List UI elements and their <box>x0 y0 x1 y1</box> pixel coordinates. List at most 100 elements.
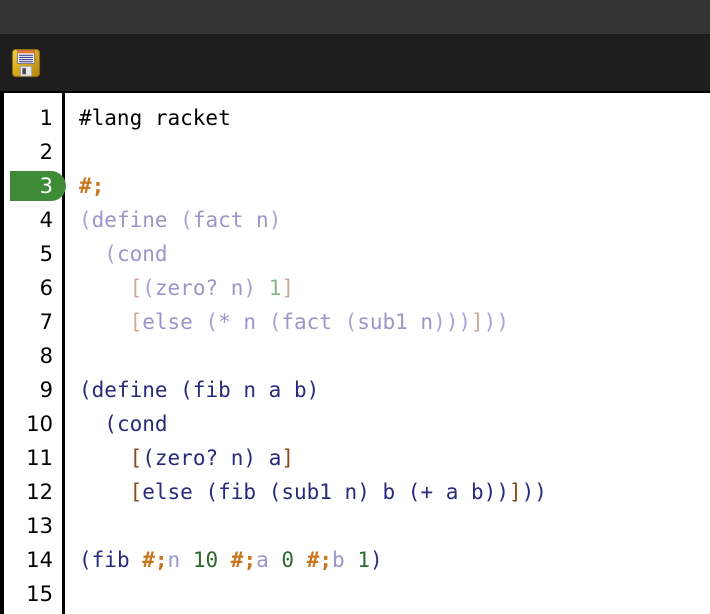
code-token: define <box>91 208 181 232</box>
code-line[interactable]: (fib #;n 10 #;a 0 #;b 1) <box>79 543 710 577</box>
code-token: ) <box>243 446 257 470</box>
line-number[interactable]: 10 <box>4 407 62 441</box>
code-token: ( <box>79 548 92 572</box>
code-token: fib <box>218 480 269 504</box>
code-line[interactable] <box>79 577 710 611</box>
code-line[interactable]: #; <box>79 169 710 203</box>
code-line[interactable]: [else (fib (sub1 n) b (+ a b))])) <box>79 475 710 509</box>
save-button[interactable] <box>6 41 46 85</box>
code-token: ] <box>281 446 295 470</box>
code-token: ( <box>268 480 282 504</box>
line-number[interactable]: 15 <box>4 577 62 611</box>
line-number[interactable]: 12 <box>4 475 62 509</box>
line-number[interactable]: 1 <box>4 101 62 135</box>
code-token: else <box>142 480 206 504</box>
code-line[interactable]: (define (fib n a b) <box>79 373 710 407</box>
code-token: )) <box>483 310 509 334</box>
code-token: 1 <box>357 548 370 572</box>
code-token: ] <box>508 480 522 504</box>
code-token: ( <box>79 208 92 232</box>
line-number[interactable]: 7 <box>4 305 62 339</box>
code-token: ] <box>281 276 295 300</box>
code-token <box>294 548 307 572</box>
code-line[interactable]: (cond <box>79 407 710 441</box>
code-token: )) <box>521 480 547 504</box>
code-line[interactable] <box>79 509 710 543</box>
code-token: zero? n <box>154 276 244 300</box>
floppy-disk-icon <box>11 48 41 78</box>
code-token: ( <box>180 378 193 402</box>
code-token: a <box>256 548 269 572</box>
code-token: ( <box>205 480 219 504</box>
code-token: define <box>91 378 181 402</box>
code-token <box>180 548 193 572</box>
line-number-label: 12 <box>26 480 53 504</box>
line-number-label: 10 <box>26 412 53 436</box>
code-line[interactable]: [(zero? n) a] <box>79 441 710 475</box>
line-number-current[interactable]: 3 <box>4 169 66 203</box>
line-number-label: 3 <box>39 174 53 198</box>
code-token: cond <box>116 242 168 266</box>
code-token: ) <box>357 480 370 504</box>
line-number[interactable]: 9 <box>4 373 62 407</box>
line-number[interactable]: 13 <box>4 509 62 543</box>
code-line[interactable]: [else (* n (fact (sub1 n)))])) <box>79 305 710 339</box>
code-token: #; <box>79 174 105 198</box>
gutter-separator <box>62 93 65 614</box>
code-line[interactable]: (cond <box>79 237 710 271</box>
code-token <box>256 276 269 300</box>
line-number[interactable]: 8 <box>4 339 62 373</box>
code-line[interactable]: (define (fact n) <box>79 203 710 237</box>
code-token <box>79 310 130 334</box>
code-token: )) <box>483 480 509 504</box>
line-number-label: 11 <box>26 446 53 470</box>
code-token: ) <box>243 276 257 300</box>
code-token: zero? n <box>154 446 244 470</box>
code-token: ) <box>268 208 282 232</box>
code-token <box>218 548 231 572</box>
code-token: b <box>369 480 408 504</box>
toolbar <box>0 35 710 91</box>
code-token: else <box>142 310 206 334</box>
code-token: ( <box>180 208 193 232</box>
code-token: ) <box>306 378 320 402</box>
code-token: + a b <box>420 480 484 504</box>
code-token: ( <box>79 378 92 402</box>
code-token: ( <box>205 310 219 334</box>
line-number[interactable]: 11 <box>4 441 62 475</box>
line-number-label: 1 <box>39 106 53 130</box>
line-number-label: 13 <box>26 514 53 538</box>
code-token <box>79 480 130 504</box>
code-line[interactable]: #lang racket <box>79 101 710 135</box>
line-number[interactable]: 5 <box>4 237 62 271</box>
code-token: 0 <box>281 548 295 572</box>
code-token <box>79 242 104 266</box>
code-token: sub1 n <box>281 480 358 504</box>
code-token: [ <box>129 480 143 504</box>
line-number[interactable]: 6 <box>4 271 62 305</box>
line-number-label: 15 <box>26 582 53 606</box>
code-token <box>345 548 358 572</box>
line-number[interactable]: 14 <box>4 543 62 577</box>
line-number-label: 6 <box>39 276 53 300</box>
code-token: ( <box>268 310 282 334</box>
code-line[interactable] <box>79 135 710 169</box>
code-token: ( <box>344 310 358 334</box>
code-token: 1 <box>268 276 282 300</box>
code-line[interactable] <box>79 339 710 373</box>
code-token: #; <box>142 548 168 572</box>
line-number[interactable]: 2 <box>4 135 62 169</box>
code-token: #lang racket <box>79 106 231 130</box>
code-token: #; <box>230 548 257 572</box>
line-number[interactable]: 4 <box>4 203 62 237</box>
line-number-label: 7 <box>39 310 53 334</box>
code-line[interactable]: [(zero? n) 1] <box>79 271 710 305</box>
line-number-label: 9 <box>39 378 53 402</box>
code-token <box>79 412 104 436</box>
code-token: ] <box>471 310 484 334</box>
code-area[interactable]: #lang racket #;(define (fact n) (cond [(… <box>65 93 710 614</box>
code-token: ( <box>142 446 155 470</box>
